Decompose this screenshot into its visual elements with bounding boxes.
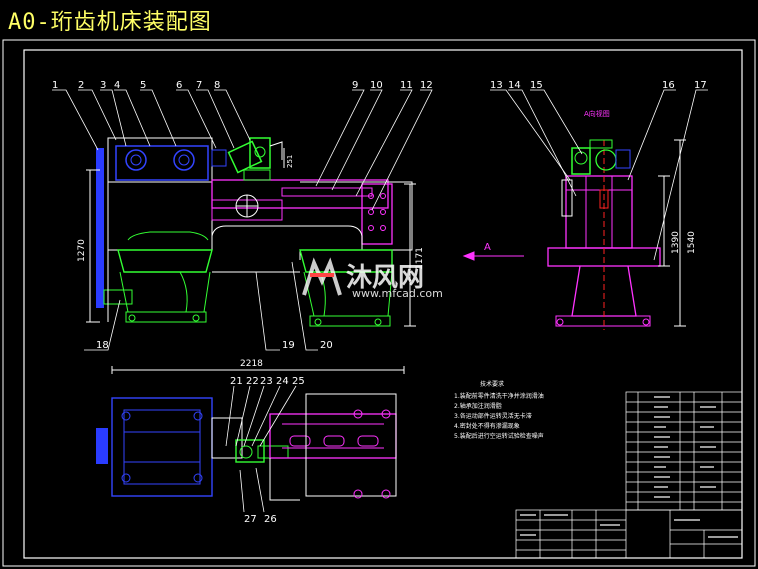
callout-27: 27 — [244, 514, 257, 525]
callout-14: 14 — [508, 80, 521, 91]
tech-req-2: 2.轴承加注润滑脂 — [454, 402, 502, 410]
callout-7: 7 — [196, 80, 202, 91]
callout-2: 2 — [78, 80, 84, 91]
view-label-a: A — [484, 242, 491, 253]
top-view — [96, 366, 405, 501]
drawing-title: A0-珩齿机床装配图 — [8, 10, 212, 35]
callout-11: 11 — [400, 80, 413, 91]
dim-251: 251 — [286, 155, 294, 168]
tool-head — [227, 137, 283, 181]
tech-req-5: 5.装配后进行空运转试验检查噪声 — [454, 432, 544, 440]
callout-19: 19 — [282, 340, 295, 351]
callout-1: 1 — [52, 80, 58, 91]
view-label-a-side: A向视图 — [584, 109, 610, 118]
callout-23: 23 — [260, 376, 273, 387]
dim-2218: 2218 — [240, 359, 263, 369]
tech-req-4: 4.密封处不得有渗漏现象 — [454, 422, 520, 430]
callout-8: 8 — [214, 80, 220, 91]
tech-requirements: 技术要求 1.装配前零件清洗干净并涂润滑油 2.轴承加注润滑脂 3.各运动部件运… — [454, 380, 544, 440]
dim-1171: 1171 — [415, 247, 425, 270]
bed-body — [107, 181, 213, 251]
outer-border — [2, 39, 756, 567]
base-left — [117, 249, 213, 273]
callout-26: 26 — [264, 514, 277, 525]
parts-list — [625, 391, 743, 511]
callout-22: 22 — [246, 376, 259, 387]
table-text-marks — [520, 396, 738, 538]
callout-9: 9 — [352, 80, 358, 91]
callout-17: 17 — [694, 80, 707, 91]
dimension-texts: 1270 1171 1390 1540 2218 251 — [77, 155, 697, 369]
dim-1540: 1540 — [687, 231, 697, 254]
callout-12: 12 — [420, 80, 433, 91]
callout-21: 21 — [230, 376, 243, 387]
callout-24: 24 — [276, 376, 289, 387]
callout-3: 3 — [100, 80, 106, 91]
side-callout-leaders — [490, 89, 708, 261]
callout-25: 25 — [292, 376, 305, 387]
mfcad-logo-icon — [302, 257, 342, 296]
watermark: 沐风网 www.mfcad.com — [300, 255, 470, 305]
callout-4: 4 — [114, 80, 120, 91]
callout-6: 6 — [176, 80, 182, 91]
tech-req-heading: 技术要求 — [480, 380, 504, 388]
callout-5: 5 — [140, 80, 146, 91]
callout-18: 18 — [96, 340, 109, 351]
tech-req-3: 3.各运动部件运转灵活无卡滞 — [454, 412, 532, 420]
callout-13: 13 — [490, 80, 503, 91]
tech-req-1: 1.装配前零件清洗干净并涂润滑油 — [454, 392, 544, 400]
upper-slide — [211, 179, 389, 209]
top-callout-leaders — [225, 385, 297, 513]
watermark-url: www.mfcad.com — [352, 287, 443, 300]
view-arrow-a — [462, 251, 524, 261]
callout-16: 16 — [662, 80, 675, 91]
callout-numbers: 1 2 3 4 5 6 7 8 9 10 11 12 13 14 15 16 1… — [52, 80, 707, 525]
dim-1390: 1390 — [671, 231, 681, 254]
side-view — [547, 139, 686, 330]
callout-20: 20 — [320, 340, 333, 351]
dim-1270: 1270 — [77, 239, 87, 262]
title-block — [515, 509, 743, 559]
inner-border — [23, 49, 743, 559]
watermark-cn: 沐风网 — [346, 263, 425, 293]
headstock-box — [107, 137, 213, 183]
callout-15: 15 — [530, 80, 543, 91]
side-pedestal — [571, 265, 637, 317]
front-callout-leaders — [52, 89, 433, 351]
front-view — [86, 137, 416, 327]
callout-10: 10 — [370, 80, 383, 91]
front-left-blue-plate — [96, 148, 104, 308]
